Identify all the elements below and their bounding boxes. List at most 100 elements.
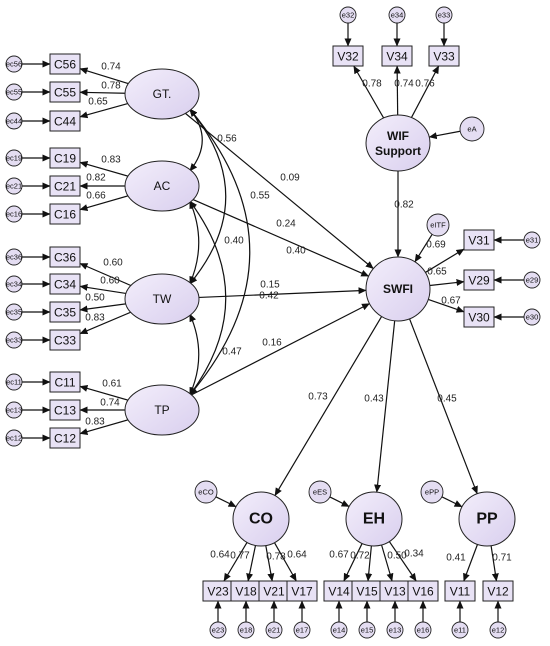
loading-value-c16: 0.66 xyxy=(86,191,106,202)
indicator-label-v13: V13 xyxy=(384,585,406,599)
indicator-box-c55 xyxy=(49,81,81,103)
indicator-box-v30 xyxy=(463,306,495,328)
loading-value-v13: 0.50 xyxy=(387,551,407,562)
loading-arrow-v16 xyxy=(388,541,417,582)
error-label-v17: e17 xyxy=(296,626,309,635)
error-circle-c44 xyxy=(5,112,23,130)
indicator-label-v34: V34 xyxy=(386,50,408,64)
loading-arrow-v34 xyxy=(393,65,401,116)
error-circle-v33 xyxy=(435,6,453,24)
error-circle-c55 xyxy=(5,83,23,101)
path-value-swfi-eh: 0.43 xyxy=(364,394,384,405)
loading-arrow-c33 xyxy=(79,311,131,335)
path-value-tp-swfi: 0.16 xyxy=(262,338,282,349)
indicator-box-c36 xyxy=(49,246,81,268)
error-label-v32: e32 xyxy=(342,11,355,20)
indicator-label-v21: V21 xyxy=(263,585,285,599)
residual-circle-epp xyxy=(420,480,444,504)
indicator-label-v18: V18 xyxy=(235,585,257,599)
error-circle-c35 xyxy=(5,303,23,321)
error-circle-c34 xyxy=(5,275,23,293)
error-label-v33: e33 xyxy=(438,11,451,20)
loading-arrow-v29 xyxy=(429,279,465,287)
cov-tw-tp-value: 0.47 xyxy=(222,347,242,358)
residual-label-eitf: eITF xyxy=(430,221,446,230)
indicator-box-v33 xyxy=(428,45,460,67)
error-circle-c36 xyxy=(5,248,23,266)
path-value-ac-swfi: 0.24 xyxy=(276,219,296,230)
loading-arrow-v11 xyxy=(463,544,479,582)
loading-arrow-v23 xyxy=(223,542,248,582)
error-label-v13: e13 xyxy=(389,626,402,635)
loading-arrow-c11 xyxy=(79,385,129,401)
loading-arrow-c35 xyxy=(79,303,126,313)
error-circle-c16 xyxy=(5,205,23,223)
loading-arrow-v18 xyxy=(246,545,257,582)
indicator-box-v17 xyxy=(286,580,318,602)
loading-value-c56: 0.74 xyxy=(101,62,121,73)
error-circle-v16 xyxy=(414,621,432,639)
indicator-box-v16 xyxy=(407,580,439,602)
indicator-label-c36: C36 xyxy=(54,251,76,265)
error-label-c33: ec33 xyxy=(6,336,22,345)
error-label-v30: e30 xyxy=(526,313,539,322)
loading-value-c35: 0.50 xyxy=(85,293,105,304)
residual-label-eco: eCO xyxy=(198,488,214,497)
cov-gt-tp xyxy=(189,108,251,396)
loading-arrow-v15 xyxy=(365,545,373,582)
loading-value-v31: 0.69 xyxy=(426,240,446,251)
loading-value-v17: 0.64 xyxy=(287,550,307,561)
cov-ac-tp-value: 0.42 xyxy=(259,291,279,302)
latent-gt xyxy=(124,68,200,120)
loading-arrow-c56 xyxy=(79,67,129,85)
error-circle-c11 xyxy=(5,373,23,391)
loading-value-v18: 0.77 xyxy=(230,551,250,562)
latent-label-co: CO xyxy=(249,511,273,528)
error-circle-c33 xyxy=(5,331,23,349)
error-circle-v15 xyxy=(358,621,376,639)
error-circle-c13 xyxy=(5,401,23,419)
indicator-box-v34 xyxy=(381,45,413,67)
indicator-box-c44 xyxy=(49,110,81,132)
loading-value-c44: 0.65 xyxy=(88,97,108,108)
nodes-layer xyxy=(5,6,541,639)
indicator-label-v14: V14 xyxy=(328,585,350,599)
loading-arrow-v21 xyxy=(265,545,275,582)
error-circle-v30 xyxy=(523,308,541,326)
loading-arrow-v31 xyxy=(425,248,465,273)
indicator-label-c56: C56 xyxy=(54,58,76,72)
residual-label-epp: ePP xyxy=(425,488,439,497)
error-label-v34: e34 xyxy=(391,11,404,20)
residual-arrow-ees xyxy=(329,496,350,508)
loading-value-c36: 0.60 xyxy=(103,258,123,269)
indicator-box-c35 xyxy=(49,301,81,323)
indicator-box-c13 xyxy=(49,399,81,421)
loading-arrow-v13 xyxy=(381,544,394,582)
loading-arrow-c12 xyxy=(79,419,129,435)
indicator-box-c21 xyxy=(49,175,81,197)
loading-arrow-c44 xyxy=(79,102,128,119)
error-label-v15: e15 xyxy=(361,626,374,635)
error-label-v21: e21 xyxy=(268,626,281,635)
error-label-c16: ec16 xyxy=(6,210,22,219)
indicator-box-v11 xyxy=(444,580,476,602)
error-label-v11: e11 xyxy=(454,626,466,635)
error-circle-v23 xyxy=(209,621,227,639)
indicator-box-c33 xyxy=(49,329,81,351)
latent-label-eh: EH xyxy=(363,511,385,528)
latent-label-gt: GT. xyxy=(153,87,172,101)
loading-value-v29: 0.65 xyxy=(427,267,447,278)
latent-eh xyxy=(345,491,403,547)
indicator-label-c11: C11 xyxy=(54,376,75,390)
indicator-label-c55: C55 xyxy=(54,86,76,100)
path-value-tw-swfi: 0.15 xyxy=(260,280,280,291)
indicator-label-c12: C12 xyxy=(54,432,76,446)
error-label-v16: e16 xyxy=(417,626,430,635)
indicator-label-v17: V17 xyxy=(291,585,313,599)
latent-pp xyxy=(458,491,516,547)
cov-gt-tp-value: 0.40 xyxy=(286,246,306,257)
error-label-c12: ec12 xyxy=(6,434,22,443)
edges-layer xyxy=(22,23,524,622)
loading-value-v12: 0.71 xyxy=(492,553,512,564)
